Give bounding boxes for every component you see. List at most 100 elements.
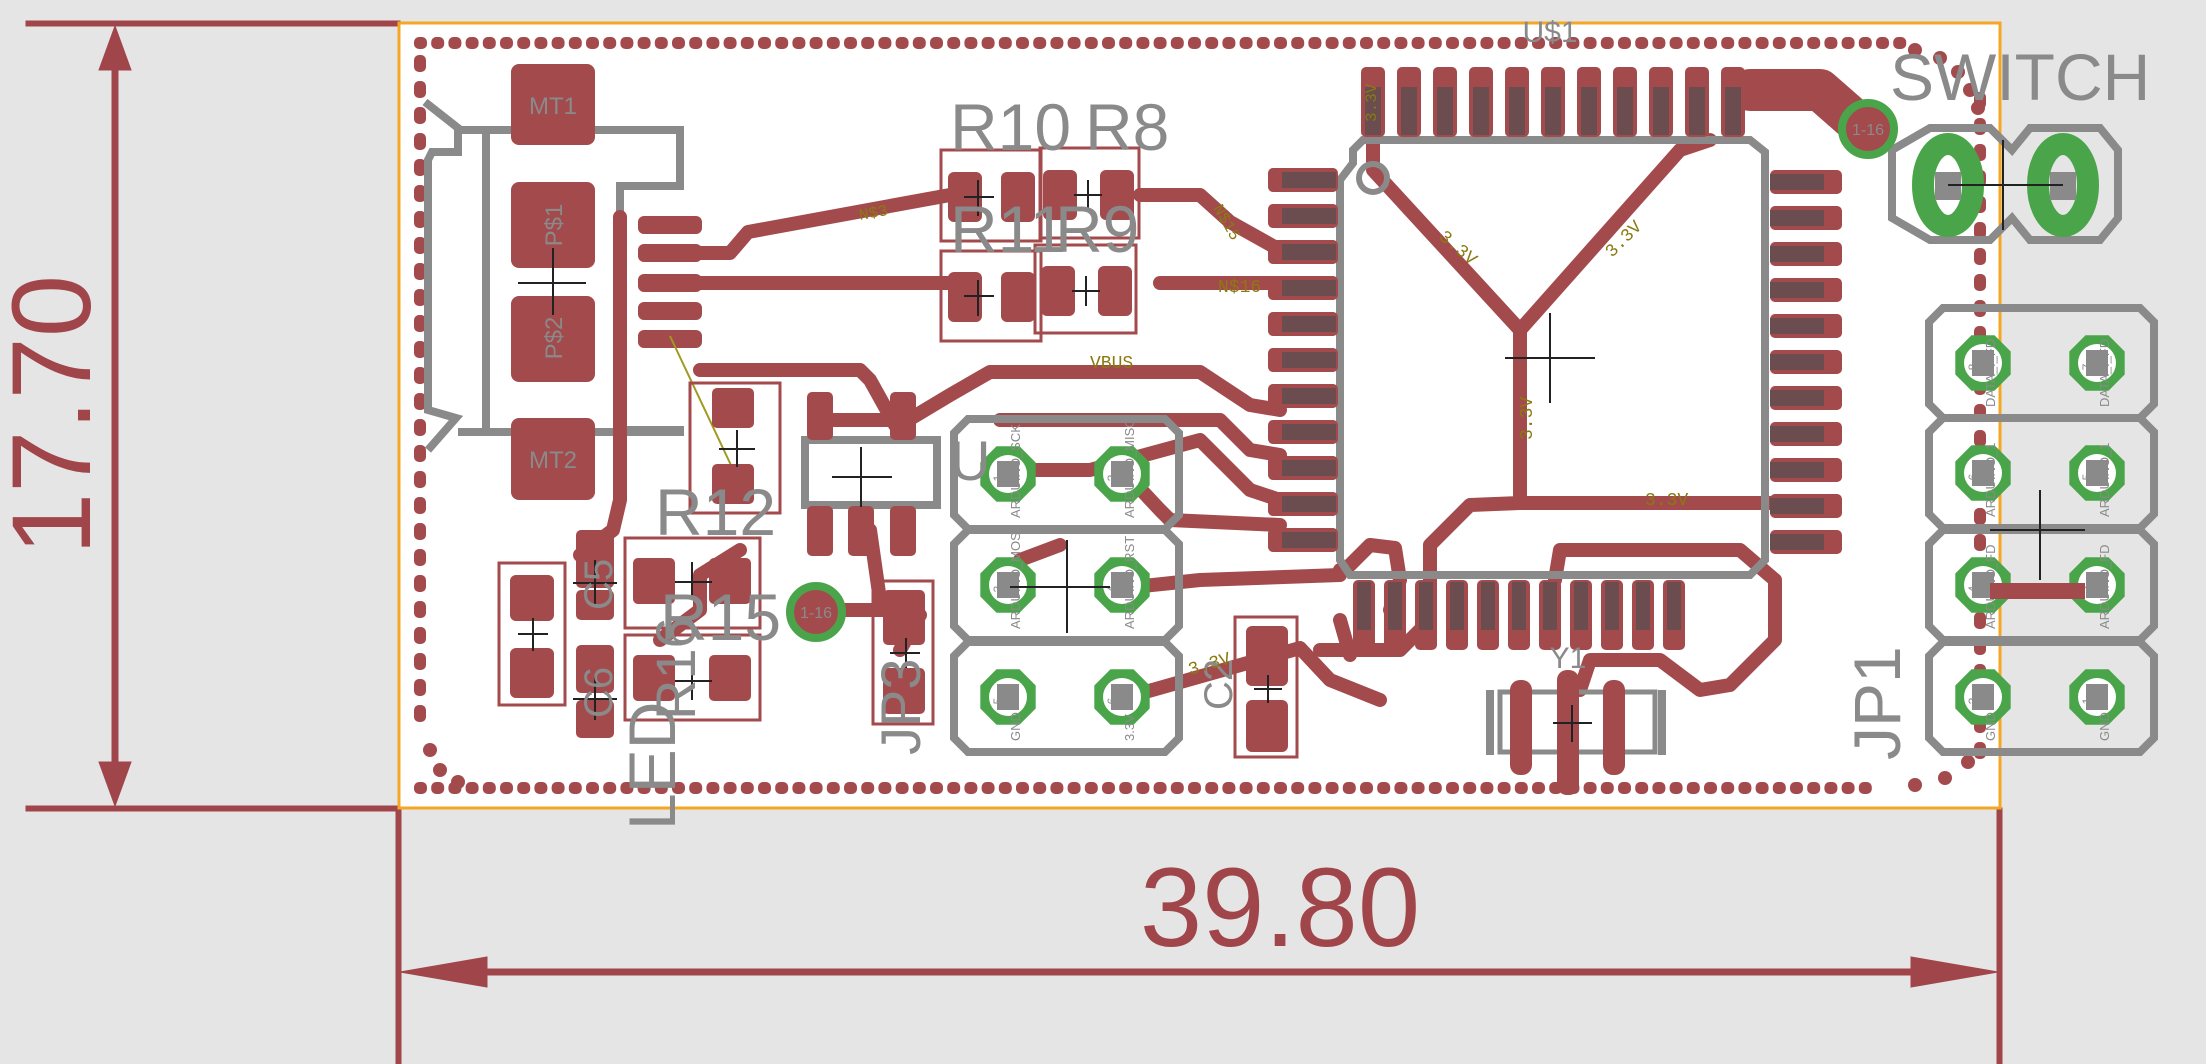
- keepout-dot: [1239, 37, 1253, 49]
- resistor-r9[interactable]: [1033, 243, 1138, 335]
- regulator-pad-1: [807, 506, 833, 556]
- keepout-dot: [637, 782, 651, 794]
- keepout-dot: [844, 782, 857, 794]
- capacitor-c6[interactable]: [573, 645, 617, 738]
- keepout-dot: [826, 37, 840, 49]
- switch-header[interactable]: [1888, 124, 2122, 244]
- crystal-y1[interactable]: [1486, 670, 1666, 795]
- keepout-dot: [1755, 782, 1769, 794]
- keepout-dot: [723, 37, 737, 49]
- u1-pin-core: [1282, 352, 1336, 368]
- keepout-dot: [1933, 51, 1947, 65]
- header-pin[interactable]: 63.3V: [1094, 669, 1150, 741]
- capacitor-c5[interactable]: [573, 530, 617, 620]
- usb-pin-4: [638, 302, 702, 320]
- pin-drill-marker: [1972, 572, 1994, 598]
- resistor-r12[interactable]: [688, 381, 782, 515]
- keepout-dot: [1119, 37, 1133, 49]
- keepout-dot: [1239, 782, 1253, 794]
- label-switch: SWITCH: [1890, 40, 2150, 114]
- r9-pad-2: [1098, 266, 1132, 316]
- keepout-dot: [1102, 37, 1115, 49]
- r9-pad-1: [1041, 266, 1075, 316]
- c5-pad-1: [576, 530, 614, 588]
- keepout-dot: [1325, 782, 1339, 794]
- keepout-dot: [1721, 782, 1735, 794]
- keepout-dot: [482, 782, 496, 794]
- u1-pin-core: [1282, 532, 1336, 548]
- u1-pin-core: [1770, 210, 1824, 226]
- regulator-u2[interactable]: [801, 392, 941, 556]
- microcontroller-u1[interactable]: [1268, 67, 1842, 650]
- keepout-dot: [1463, 37, 1477, 49]
- keepout-dot: [1377, 37, 1391, 49]
- keepout-dot: [654, 37, 668, 49]
- u1-pin-core: [1770, 426, 1824, 442]
- keepout-dot: [1618, 37, 1631, 49]
- resistor-r10[interactable]: [939, 148, 1043, 243]
- keepout-dot: [1566, 37, 1580, 49]
- keepout-dot: [1974, 274, 1986, 291]
- led[interactable]: [497, 561, 567, 707]
- u1-pin-core: [1282, 244, 1336, 260]
- keepout-dot: [1532, 37, 1545, 49]
- u1-pin-core: [1357, 582, 1371, 630]
- keepout-dot: [861, 37, 875, 49]
- u1-pin-core: [1282, 460, 1336, 476]
- pin-number: 7: [2080, 363, 2094, 370]
- resistor-r11[interactable]: [939, 249, 1043, 343]
- keepout-dot: [1514, 782, 1528, 794]
- resistor-r15[interactable]: [623, 536, 762, 630]
- u1-pins-left: [1268, 168, 1338, 552]
- keepout-dot: [1050, 37, 1064, 49]
- keepout-dot: [414, 315, 426, 332]
- u1-pin-core: [1653, 87, 1669, 135]
- dimension-extension-top: [25, 20, 401, 27]
- pin-number: 2: [1966, 697, 1980, 704]
- keepout-dot: [1635, 37, 1649, 49]
- keepout-dot: [1755, 37, 1769, 49]
- label-ps1: P$1: [541, 204, 568, 247]
- u1-pin-core: [1473, 87, 1489, 135]
- resistor-r16[interactable]: [623, 633, 762, 722]
- keepout-dot: [431, 782, 445, 794]
- keepout-dot: [1205, 37, 1219, 49]
- usb-connector[interactable]: MT1 P$1 P$2 MT2: [422, 64, 702, 500]
- label-u2: U: [950, 429, 990, 492]
- capacitor-c2[interactable]: [1233, 615, 1299, 759]
- keepout-dot: [981, 37, 995, 49]
- keepout-dot: [792, 37, 806, 49]
- keepout-dot: [1463, 782, 1477, 794]
- trace-3v3-icsp: [1117, 641, 1387, 707]
- keepout-dot: [1222, 782, 1236, 794]
- jumper-jp3[interactable]: [871, 579, 935, 726]
- dimension-width-label: 39.80: [1140, 845, 1420, 970]
- label-r10: R10: [950, 90, 1071, 164]
- r8-pad-2: [1100, 170, 1134, 220]
- pin-drill-marker: [1972, 684, 1994, 710]
- jp3-outline: [871, 579, 935, 726]
- y1-pad-2: [1557, 670, 1579, 795]
- keepout-dot: [689, 782, 703, 794]
- r16-outline: [623, 633, 762, 722]
- keepout-dot: [1342, 782, 1356, 794]
- resistor-r8[interactable]: [1038, 146, 1141, 240]
- pin-signal-label: ARDUINO_SCK: [1008, 424, 1023, 518]
- keepout-dot: [912, 37, 926, 49]
- y1-edge-left: [1486, 690, 1494, 755]
- dimension-extension-right: [1996, 807, 2003, 1064]
